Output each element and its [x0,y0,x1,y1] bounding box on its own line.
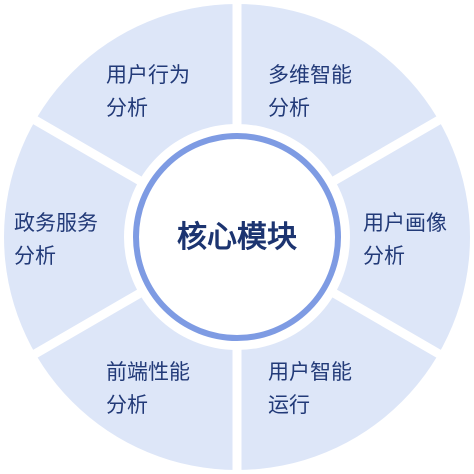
segment-label-line1: 用户行为 [106,63,190,87]
segment-label-line1: 用户画像 [363,211,447,235]
segment-label-line1: 多维智能 [268,63,352,87]
segment-user-profile: 用户画像 分析 [363,211,447,268]
segment-frontend-performance: 前端性能 分析 [106,360,190,417]
segment-label-line1: 用户智能 [268,360,352,384]
segment-multi-dim-intelligence: 多维智能 分析 [268,63,352,120]
segment-label-line2: 分析 [268,96,310,120]
segment-gov-services: 政务服务 分析 [14,211,98,268]
center-label: 核心模块 [177,220,297,255]
segment-label-line1: 前端性能 [106,360,190,384]
segment-label-line2: 分析 [363,244,405,268]
segment-user-behavior: 用户行为 分析 [106,63,190,120]
segment-user-intelligent-ops: 用户智能 运行 [268,360,352,417]
segment-label-line2: 分析 [106,393,148,417]
segment-label-line2: 运行 [268,393,310,417]
segment-label-line1: 政务服务 [14,211,98,235]
segment-label-line2: 分析 [14,244,56,268]
center-hub [133,133,341,341]
segment-dividers [25,0,449,474]
segment-label-line2: 分析 [106,96,148,120]
